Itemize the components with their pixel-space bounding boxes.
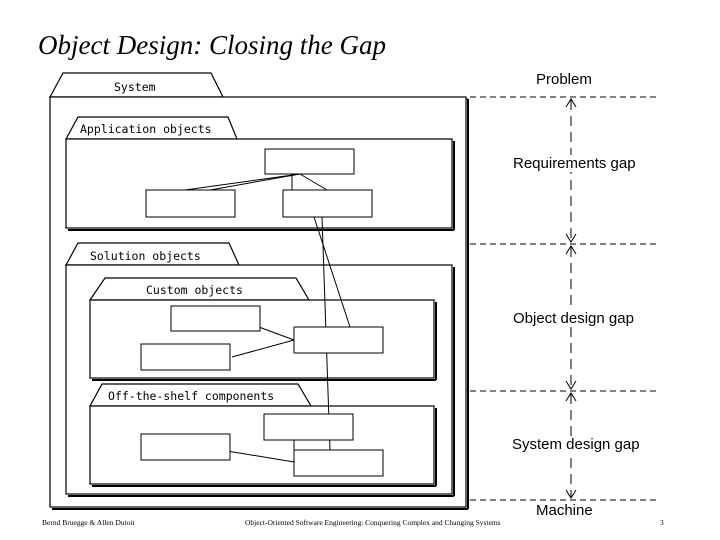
problem-label: Problem: [534, 71, 594, 88]
association-line: [209, 173, 301, 191]
machine-label: Machine: [534, 502, 595, 519]
object-design-gap-label: Object design gap: [511, 310, 636, 327]
object-box: [264, 148, 355, 175]
slide-title: Object Design: Closing the Gap: [38, 30, 386, 60]
object-box: [140, 433, 231, 461]
footer-book: Object-Oriented Software Engineering: Co…: [245, 518, 501, 527]
requirements-gap-label: Requirements gap: [511, 155, 638, 172]
object-box: [145, 189, 236, 218]
association-line: [299, 173, 328, 191]
system-label: System: [114, 80, 156, 94]
page-number: 3: [660, 518, 664, 527]
association-line: [231, 339, 295, 358]
custom-label: Custom objects: [146, 283, 243, 297]
object-box: [170, 305, 261, 332]
solution-label: Solution objects: [90, 249, 201, 263]
association-line: [184, 173, 301, 191]
object-box: [282, 189, 373, 218]
application-package: [65, 138, 453, 229]
object-box: [293, 326, 384, 354]
object-box: [263, 413, 354, 441]
object-box: [293, 449, 384, 477]
footer-authors: Bernd Bruegge & Allen Dutoit: [42, 518, 135, 527]
association-line: [313, 216, 351, 328]
object-box: [140, 343, 231, 371]
application-label: Application objects: [80, 122, 212, 136]
offshelf-label: Off-the-shelf components: [108, 389, 275, 403]
system-design-gap-label: System design gap: [510, 436, 642, 453]
